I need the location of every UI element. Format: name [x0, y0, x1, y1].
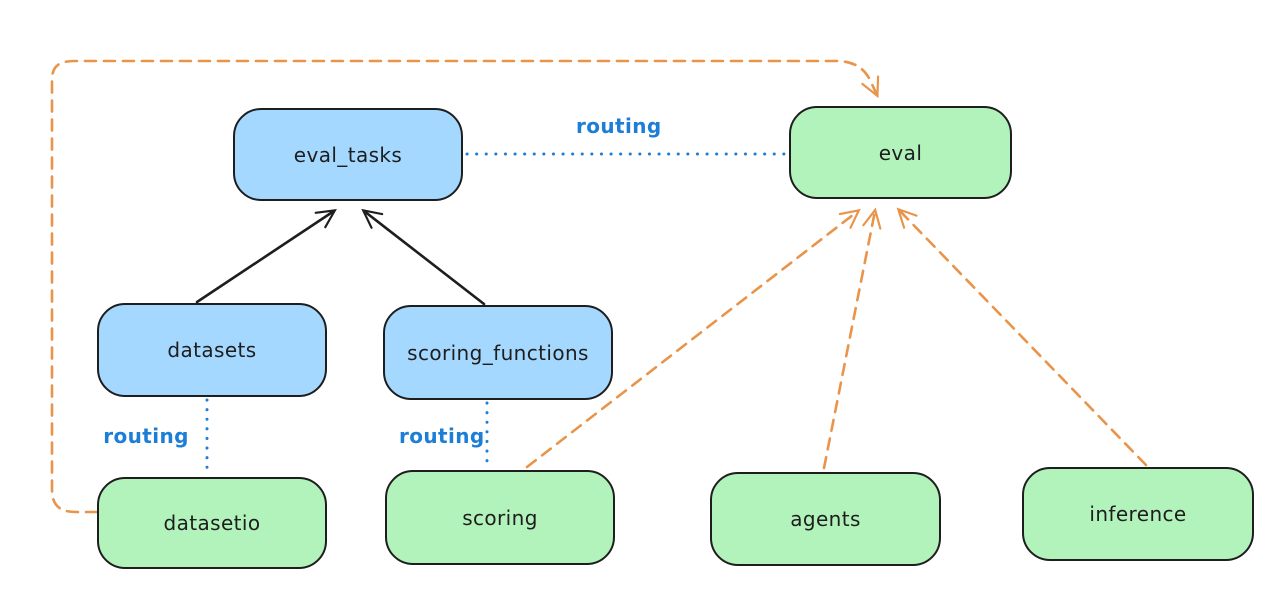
node-eval-tasks: eval_tasks: [233, 108, 463, 201]
node-agents: agents: [710, 472, 941, 566]
edge-label-routing-eval: routing: [576, 114, 662, 138]
edge-scoring-functions-to-eval-tasks: [361, 208, 486, 306]
edge-inference-to-eval: [896, 207, 1148, 467]
node-inference-label: inference: [1089, 502, 1187, 526]
edge-label-routing-datasetio: routing: [103, 424, 189, 448]
node-eval: eval: [789, 106, 1012, 199]
node-inference: inference: [1022, 467, 1254, 561]
edge-label-routing-scoring: routing: [399, 424, 485, 448]
node-datasetio-label: datasetio: [163, 511, 261, 535]
edge-datasets-to-eval-tasks: [195, 209, 337, 304]
node-eval-label: eval: [878, 140, 923, 165]
node-scoring-functions-label: scoring_functions: [407, 340, 589, 365]
node-datasets-label: datasets: [167, 338, 257, 362]
edge-agents-to-eval: [822, 207, 882, 470]
node-eval-tasks-label: eval_tasks: [293, 142, 403, 167]
node-scoring: scoring: [385, 470, 615, 565]
node-scoring-functions: scoring_functions: [383, 305, 613, 400]
node-datasets: datasets: [97, 303, 327, 397]
node-datasetio: datasetio: [97, 477, 327, 569]
node-scoring-label: scoring: [462, 505, 538, 530]
node-agents-label: agents: [790, 507, 861, 531]
